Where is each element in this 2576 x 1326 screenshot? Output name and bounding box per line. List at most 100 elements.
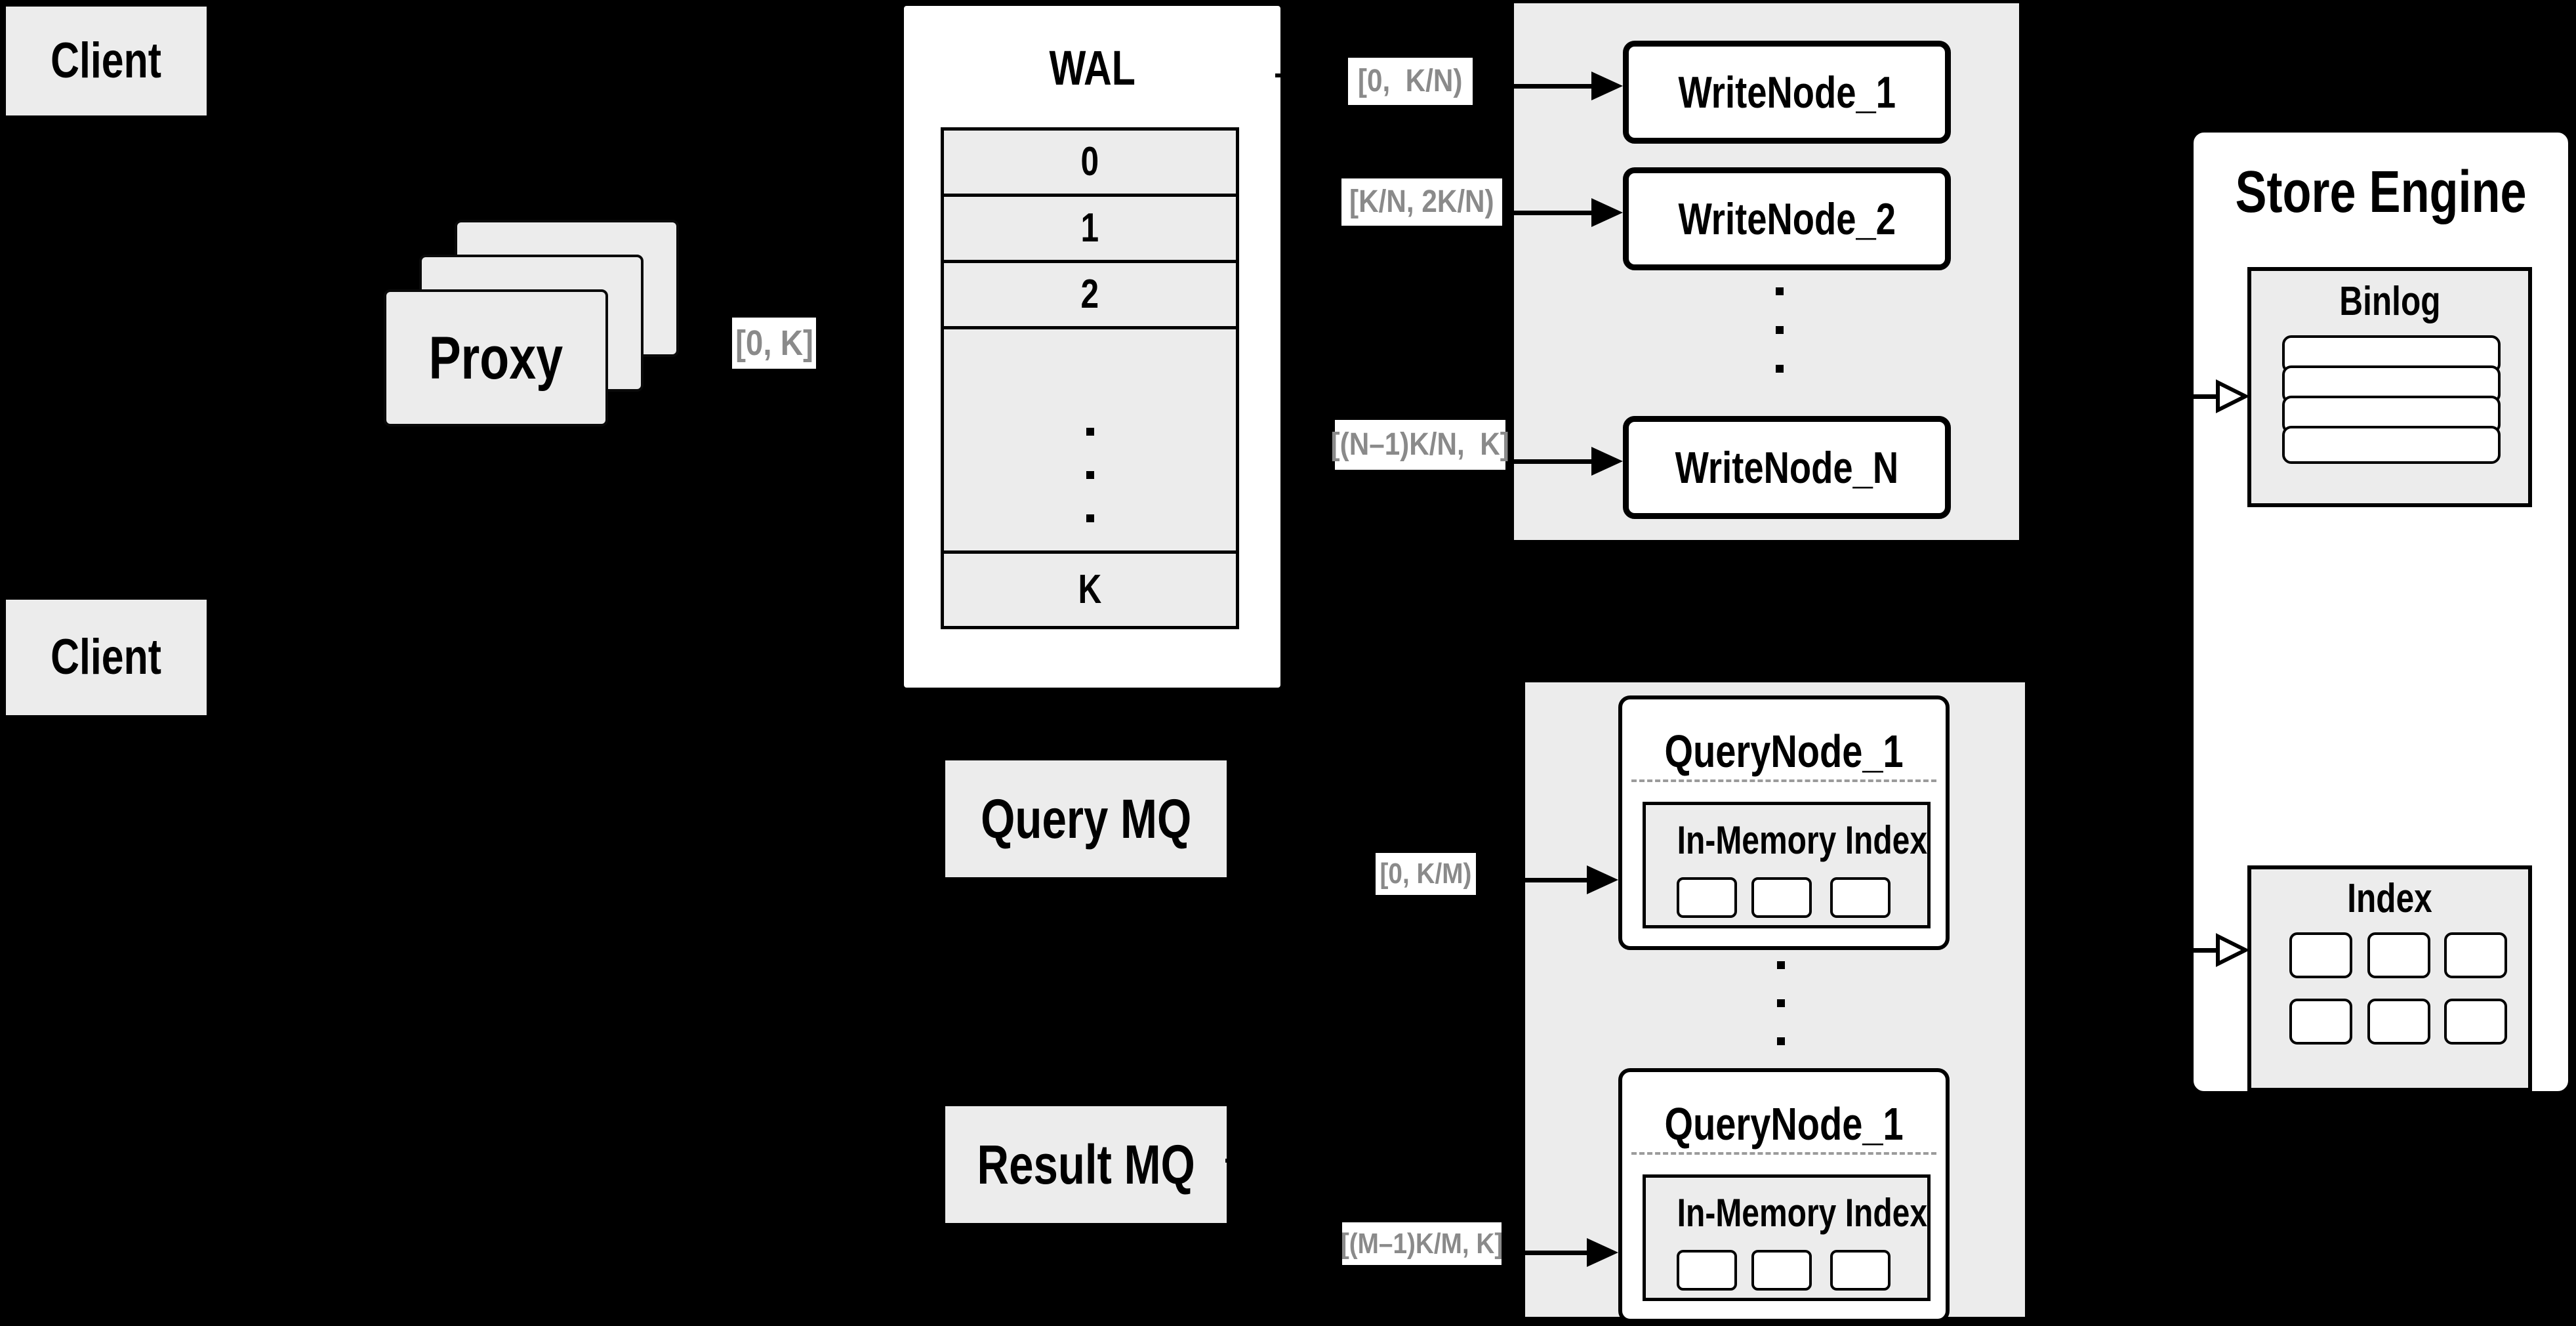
- index-segment-cell: [1751, 1250, 1812, 1291]
- index-segment-cell: [2444, 999, 2507, 1045]
- range-label-proxy-out: [0, K]: [732, 318, 816, 369]
- client-top-label: Client: [51, 33, 162, 89]
- store-engine-panel: Store Engine Binlog Index: [2190, 129, 2572, 1095]
- store-engine-title-text: Store Engine: [2235, 159, 2527, 225]
- arrow-to-querynode-top: [1525, 878, 1587, 882]
- range-label-query-m-text: [(M–1)K/M, K]: [1340, 1227, 1503, 1260]
- index-segment-cell: [1677, 1250, 1737, 1291]
- range-label-proxy-out-text: [0, K]: [735, 323, 813, 363]
- arrowhead-querynode-bottom-icon: [1587, 1238, 1618, 1267]
- binlog-title-text: Binlog: [2339, 279, 2441, 324]
- index-segment-cell: [2367, 999, 2430, 1045]
- binlog-row: [2282, 426, 2501, 464]
- in-memory-index-title-text: In-Memory Index: [1677, 1191, 1928, 1235]
- index-segment-cell: [1751, 877, 1812, 918]
- wal-row-0: 0: [944, 131, 1236, 197]
- result-mq-box: Result MQ: [945, 1106, 1227, 1223]
- arrow-to-writenode-n: [1514, 459, 1591, 464]
- arrow-to-writenode-1: [1514, 84, 1591, 89]
- wal-title-text: WAL: [1049, 41, 1135, 95]
- ellipsis-dot: [1776, 365, 1784, 373]
- range-label-write-2: [K/N, 2K/N): [1341, 178, 1502, 226]
- range-label-write-n-text: [(N–1)K/N, K]: [1330, 427, 1510, 462]
- client-bottom-box: Client: [6, 600, 207, 715]
- dashed-divider: [1631, 779, 1936, 782]
- wal-title: WAL: [904, 44, 1280, 93]
- in-memory-index-box: In-Memory Index: [1643, 1174, 1931, 1301]
- query-node-bottom-title: QueryNode_1: [1622, 1101, 1946, 1147]
- result-mq-label: Result MQ: [977, 1134, 1195, 1195]
- wal-ellipsis-row: [944, 329, 1236, 554]
- wal-segment-table: 0 1 2 K: [941, 127, 1239, 629]
- range-label-write-n: [(N–1)K/N, K]: [1331, 420, 1509, 470]
- arrow-to-writenode-2: [1514, 211, 1591, 215]
- in-memory-index-title: In-Memory Index: [1646, 1193, 1927, 1233]
- index-segment-cell: [1677, 877, 1737, 918]
- write-node-n-box: WriteNode_N: [1623, 416, 1951, 519]
- wal-row-0-label: 0: [1080, 139, 1099, 184]
- write-node-1-box: WriteNode_1: [1623, 41, 1951, 144]
- range-label-write-1: [0, K/N): [1348, 58, 1473, 105]
- write-node-n-label: WriteNode_N: [1675, 442, 1899, 493]
- wal-row-1-label: 1: [1080, 205, 1099, 251]
- range-label-query-1-text: [0, K/M): [1380, 858, 1472, 890]
- open-arrowhead-index-icon: [2216, 933, 2249, 967]
- arrow-to-querynode-bottom: [1525, 1251, 1587, 1255]
- wal-row-k-label: K: [1078, 567, 1102, 612]
- wal-row-2: 2: [944, 263, 1236, 329]
- write-node-panel: WriteNode_1 WriteNode_2 WriteNode_N: [1511, 0, 2022, 543]
- ellipsis-dot: [1086, 428, 1094, 436]
- write-node-2-label: WriteNode_2: [1678, 194, 1896, 244]
- range-label-write-2-text: [K/N, 2K/N): [1349, 184, 1494, 219]
- store-engine-title: Store Engine: [2194, 163, 2568, 222]
- proxy-box: Proxy: [384, 289, 608, 426]
- query-node-top-title-text: QueryNode_1: [1664, 726, 1904, 777]
- ellipsis-dot: [1777, 1037, 1785, 1045]
- ellipsis-dot: [1776, 326, 1784, 334]
- index-title: Index: [2251, 879, 2528, 919]
- index-segment-cell: [2367, 932, 2430, 978]
- ellipsis-dot: [1086, 471, 1094, 479]
- dashed-divider: [1631, 1152, 1936, 1155]
- wal-row-1: 1: [944, 197, 1236, 263]
- ellipsis-dot: [1086, 514, 1094, 522]
- in-memory-index-box: In-Memory Index: [1643, 802, 1931, 928]
- ellipsis-dot: [1776, 287, 1784, 295]
- arrowhead-writenode-2-icon: [1591, 198, 1623, 227]
- arrowhead-writenode-1-icon: [1591, 72, 1623, 100]
- query-mq-label: Query MQ: [980, 788, 1192, 850]
- range-label-query-m: [(M–1)K/M, K]: [1340, 1222, 1503, 1265]
- index-box: Index: [2247, 865, 2532, 1092]
- client-top-box: Client: [6, 7, 207, 115]
- in-memory-index-title-text: In-Memory Index: [1677, 818, 1928, 862]
- query-node-panel: QueryNode_1 In-Memory Index QueryNode_1: [1522, 679, 2028, 1323]
- query-node-top-box: QueryNode_1 In-Memory Index: [1618, 695, 1950, 950]
- index-segment-cell: [2289, 932, 2352, 978]
- ellipsis-dot: [1777, 999, 1785, 1007]
- arrowhead-writenode-n-icon: [1591, 447, 1623, 476]
- write-node-2-box: WriteNode_2: [1623, 167, 1951, 270]
- open-arrowhead-binlog-icon: [2216, 379, 2249, 413]
- arrowhead-querynode-top-icon: [1587, 865, 1618, 894]
- range-label-query-1: [0, K/M): [1376, 853, 1476, 895]
- in-memory-index-title: In-Memory Index: [1646, 821, 1927, 860]
- wal-row-k: K: [944, 554, 1236, 626]
- index-segment-cell: [1830, 877, 1891, 918]
- query-node-top-title: QueryNode_1: [1622, 728, 1946, 774]
- range-label-write-1-text: [0, K/N): [1358, 64, 1463, 98]
- query-node-bottom-title-text: QueryNode_1: [1664, 1098, 1904, 1150]
- wal-panel: WAL 0 1 2 K: [900, 2, 1284, 692]
- binlog-box: Binlog: [2247, 267, 2532, 507]
- arrow-to-binlog: [2194, 394, 2216, 399]
- index-segment-cell: [1830, 1250, 1891, 1291]
- index-title-text: Index: [2347, 876, 2432, 921]
- ellipsis-dot: [1777, 961, 1785, 969]
- wal-row-2-label: 2: [1080, 272, 1099, 317]
- query-node-bottom-box: QueryNode_1 In-Memory Index: [1618, 1068, 1950, 1323]
- write-node-1-label: WriteNode_1: [1678, 67, 1896, 117]
- client-bottom-label: Client: [51, 629, 162, 685]
- result-mq-connector-tick: [1225, 1159, 1244, 1163]
- arrow-to-index: [2194, 948, 2216, 953]
- wal-connector-tick: [1275, 73, 1296, 77]
